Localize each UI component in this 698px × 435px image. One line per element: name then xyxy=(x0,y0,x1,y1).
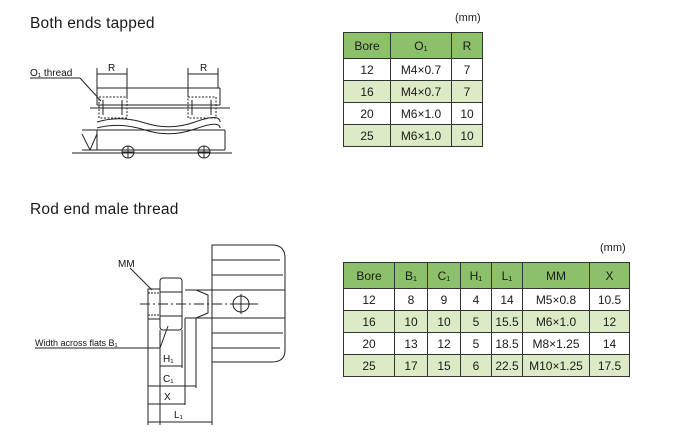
section1-header-row: Bore O₁ R xyxy=(343,32,483,59)
table-cell: 17 xyxy=(394,354,428,377)
table-cell: 10 xyxy=(451,102,483,125)
header-cell: O₁ xyxy=(390,32,452,59)
table-row: 25 M6×1.0 10 xyxy=(343,124,483,147)
c1-label: C₁ xyxy=(163,374,174,385)
table-cell: 12 xyxy=(589,310,630,333)
section1-table: Bore O₁ R 12 M4×0.7 7 16 M4×0.7 7 20 M6×… xyxy=(343,32,483,147)
table-cell: 6 xyxy=(460,354,492,377)
section1-unit: (mm) xyxy=(455,12,481,24)
table-cell: 7 xyxy=(451,58,483,81)
header-cell: L₁ xyxy=(491,262,523,289)
table-cell: 5 xyxy=(460,332,492,355)
table-cell: M6×1.0 xyxy=(390,124,452,147)
section2-header-row: Bore B₁ C₁ H₁ L₁ MM X xyxy=(343,262,630,289)
table-cell: M6×1.0 xyxy=(522,310,590,333)
table-cell: 16 xyxy=(343,310,395,333)
section2-table: Bore B₁ C₁ H₁ L₁ MM X 12 8 9 4 14 M5×0.8… xyxy=(343,262,630,377)
table-cell: 18.5 xyxy=(491,332,523,355)
table-cell: 14 xyxy=(491,288,523,311)
table-cell: 12 xyxy=(343,58,391,81)
header-cell: B₁ xyxy=(394,262,428,289)
table-row: 20 13 12 5 18.5 M8×1.25 14 xyxy=(343,332,630,355)
section2-unit: (mm) xyxy=(600,242,626,254)
table-cell: M8×1.25 xyxy=(522,332,590,355)
table-cell: 7 xyxy=(451,80,483,103)
table-cell: 10 xyxy=(451,124,483,147)
section1-title: Both ends tapped xyxy=(30,15,155,32)
table-cell: 12 xyxy=(343,288,395,311)
table-row: 12 M4×0.7 7 xyxy=(343,58,483,81)
h1-label: H₁ xyxy=(163,354,174,365)
table-cell: 20 xyxy=(343,102,391,125)
table-row: 12 8 9 4 14 M5×0.8 10.5 xyxy=(343,288,630,311)
table-cell: 10.5 xyxy=(589,288,630,311)
both-ends-tapped-diagram: O₁ thread R R xyxy=(30,63,232,159)
mm-label: MM xyxy=(118,259,135,270)
table-cell: M4×0.7 xyxy=(390,80,452,103)
table-cell: 25 xyxy=(343,354,395,377)
table-cell: M5×0.8 xyxy=(522,288,590,311)
header-cell: MM xyxy=(522,262,590,289)
width-across-flats-label: Width across flats B₁ xyxy=(35,338,118,348)
table-cell: M6×1.0 xyxy=(390,102,452,125)
table-row: 20 M6×1.0 10 xyxy=(343,102,483,125)
table-cell: 16 xyxy=(343,80,391,103)
header-cell: Bore xyxy=(343,262,395,289)
table-cell: 10 xyxy=(394,310,428,333)
table-cell: 15.5 xyxy=(491,310,523,333)
table-cell: 12 xyxy=(427,332,461,355)
table-cell: 10 xyxy=(427,310,461,333)
r-right-label: R xyxy=(200,63,207,74)
table-cell: 4 xyxy=(460,288,492,311)
header-cell: H₁ xyxy=(460,262,492,289)
table-cell: 25 xyxy=(343,124,391,147)
table-cell: 15 xyxy=(427,354,461,377)
table-cell: M4×0.7 xyxy=(390,58,452,81)
header-cell: X xyxy=(589,262,630,289)
table-row: 16 10 10 5 15.5 M6×1.0 12 xyxy=(343,310,630,333)
table-row: 25 17 15 6 22.5 M10×1.25 17.5 xyxy=(343,354,630,377)
table-cell: M10×1.25 xyxy=(522,354,590,377)
table-row: 16 M4×0.7 7 xyxy=(343,80,483,103)
table-cell: 22.5 xyxy=(491,354,523,377)
rod-end-male-thread-diagram: MM Width across flats B₁ H₁ C₁ X L₁ xyxy=(35,244,286,425)
table-cell: 8 xyxy=(394,288,428,311)
table-cell: 5 xyxy=(460,310,492,333)
l1-label: L₁ xyxy=(174,410,184,421)
r-left-label: R xyxy=(108,63,115,74)
table-cell: 13 xyxy=(394,332,428,355)
section2-title: Rod end male thread xyxy=(30,201,179,218)
header-cell: R xyxy=(451,32,483,59)
table-cell: 17.5 xyxy=(589,354,630,377)
table-cell: 9 xyxy=(427,288,461,311)
x-label: X xyxy=(164,392,171,403)
header-cell: C₁ xyxy=(427,262,461,289)
header-cell: Bore xyxy=(343,32,391,59)
table-cell: 14 xyxy=(589,332,630,355)
table-cell: 20 xyxy=(343,332,395,355)
thread-label: O₁ thread xyxy=(30,68,72,79)
